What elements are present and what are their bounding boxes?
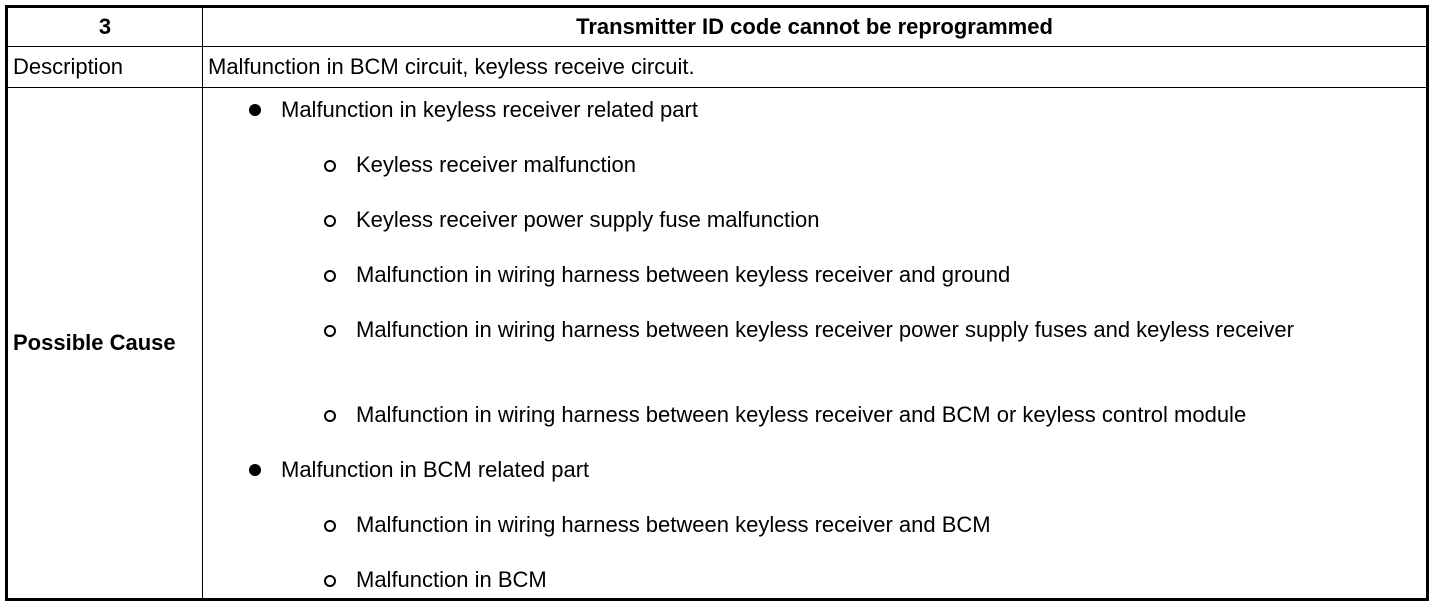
cause-item: Keyless receiver malfunction — [356, 152, 637, 177]
cause-item: Malfunction in BCM — [356, 567, 547, 592]
filled-bullet-icon — [249, 464, 261, 476]
hollow-bullet-icon — [324, 215, 336, 227]
hollow-bullet-icon — [324, 575, 336, 587]
hollow-bullet-icon — [324, 410, 336, 422]
cause-group-title: Malfunction in keyless receiver related … — [281, 97, 698, 122]
step-title: Transmitter ID code cannot be reprogramm… — [202, 6, 1428, 47]
hollow-bullet-icon — [324, 160, 336, 172]
filled-bullet-icon — [249, 104, 261, 116]
description-row: Description Malfunction in BCM circuit, … — [6, 46, 1428, 88]
hollow-bullet-icon — [324, 270, 336, 282]
possible-cause-cell: Malfunction in keyless receiver related … — [202, 87, 1428, 600]
cause-item: Malfunction in wiring harness between ke… — [356, 512, 991, 537]
step-number: 3 — [6, 6, 203, 47]
cause-list: Malfunction in keyless receiver related … — [203, 88, 1426, 598]
cause-item: Malfunction in wiring harness between ke… — [356, 317, 1294, 342]
hollow-bullet-icon — [324, 325, 336, 337]
description-text: Malfunction in BCM circuit, keyless rece… — [202, 46, 1428, 88]
cause-group-title: Malfunction in BCM related part — [281, 457, 590, 482]
cause-item: Malfunction in wiring harness between ke… — [356, 262, 1011, 287]
cause-item: Keyless receiver power supply fuse malfu… — [356, 207, 820, 232]
possible-cause-row: Possible Cause Malfunction in keyless re… — [6, 87, 1428, 600]
hollow-bullet-icon — [324, 520, 336, 532]
header-row: 3 Transmitter ID code cannot be reprogra… — [6, 6, 1428, 47]
cause-item: Malfunction in wiring harness between ke… — [356, 402, 1247, 427]
diagnosis-table: 3 Transmitter ID code cannot be reprogra… — [5, 5, 1429, 601]
possible-cause-label: Possible Cause — [6, 87, 203, 600]
description-label: Description — [6, 46, 203, 88]
